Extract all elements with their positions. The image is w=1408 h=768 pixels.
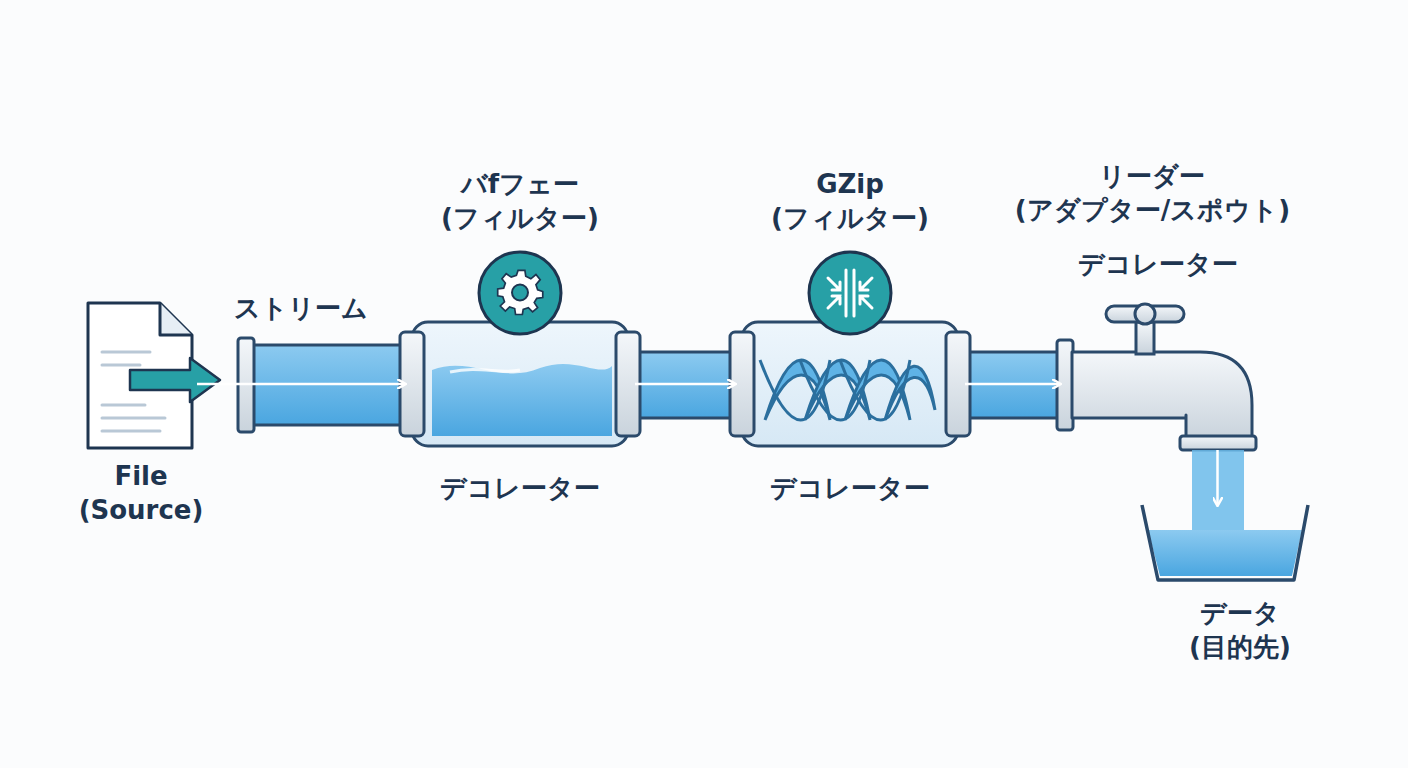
- buffer-cylinder: [400, 252, 640, 446]
- flow-arrow: [965, 383, 1060, 386]
- gzip-cylinder: [730, 252, 970, 446]
- buffer-filter: バfフェー (フィルター)デコレーター: [405, 318, 635, 450]
- node-label: File (Source): [79, 460, 204, 528]
- file-node: File (Source): [85, 300, 197, 450]
- node-label: データ (目的先): [1189, 597, 1291, 665]
- node-label: GZip (フィルター): [771, 168, 929, 236]
- file-icon: [88, 303, 220, 448]
- flow-arrow: [635, 383, 735, 386]
- data-cup: データ (目的先): [1180, 505, 1290, 583]
- node-sublabel: デコレーター: [1078, 248, 1238, 282]
- gzip-filter: GZip (フィルター)デコレーター: [735, 318, 965, 450]
- reader-faucet: リーダー (アダプター/スポウト)デコレーター: [1060, 318, 1255, 450]
- edge-label: ストリーム: [230, 291, 372, 326]
- faucet: [1072, 304, 1256, 550]
- node-label: リーダー (アダプター/スポウト): [1015, 160, 1290, 228]
- node-sublabel: デコレーター: [770, 472, 930, 506]
- cup: [1142, 505, 1308, 580]
- node-label: バfフェー (フィルター): [441, 168, 599, 236]
- flow-arrow: [197, 383, 405, 386]
- node-sublabel: デコレーター: [440, 472, 600, 506]
- flow-arrow: [1216, 450, 1219, 505]
